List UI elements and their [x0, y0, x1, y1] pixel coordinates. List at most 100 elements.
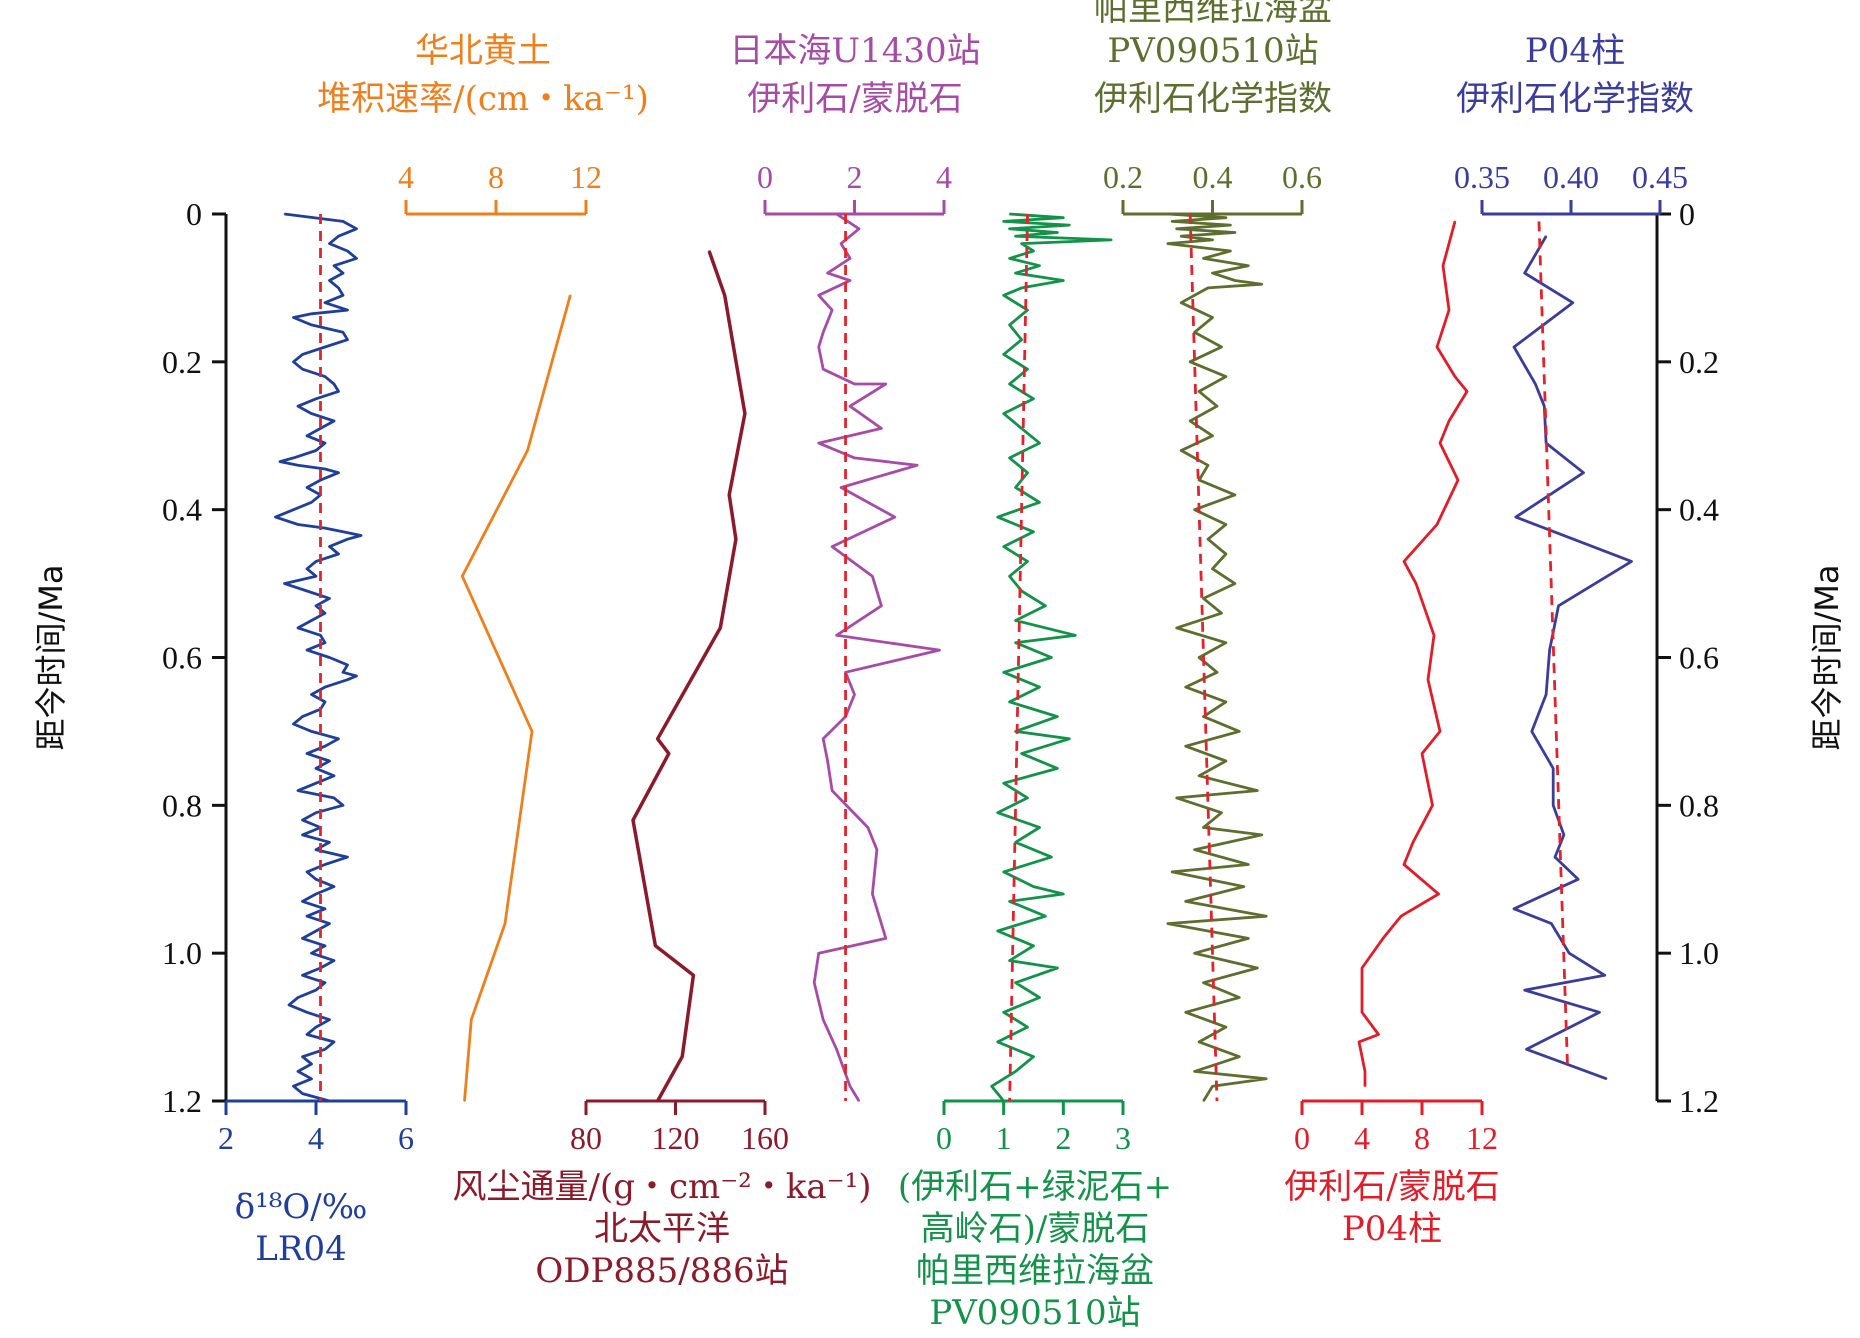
lr04-point	[333, 1041, 335, 1043]
lr04-point	[337, 553, 340, 555]
pvb-cia-point	[1238, 1055, 1241, 1058]
pvb-ratio-point	[1038, 442, 1041, 444]
loess-x-tick-label: 12	[570, 159, 602, 195]
pvb-cia-point	[1171, 220, 1173, 223]
p04-ratio-point	[1431, 804, 1434, 807]
lr04-point	[324, 375, 326, 378]
pvb-ratio-point	[1056, 231, 1059, 234]
pvb-ratio-x-tick-label: 3	[1115, 1120, 1131, 1156]
lr04-point	[324, 442, 326, 444]
lr04-point	[301, 819, 304, 821]
y-axis-label-right: 距今时间/Ma	[1808, 564, 1846, 750]
p04-cia-point	[1523, 272, 1526, 274]
pvb-ratio-point	[1020, 427, 1023, 430]
japan-sea-point	[817, 294, 820, 297]
dust-x-tick-label: 80	[570, 1120, 602, 1156]
lr04-point	[324, 745, 326, 747]
pvb-cia-point	[1220, 612, 1223, 614]
loess-title-line-2: 堆积速率/(cm・ka⁻¹)	[317, 79, 649, 119]
p04-ratio-point	[1382, 937, 1384, 940]
p04-cia-x-tick-label: 0.35	[1454, 159, 1510, 195]
lr04-point	[328, 242, 331, 245]
dust-point	[728, 494, 730, 496]
pvb-ratio-point	[1056, 715, 1059, 718]
p04-cia-point	[1577, 878, 1579, 881]
p04-cia-x-tick-label: 0.45	[1632, 159, 1688, 195]
japan-sea-point	[853, 693, 856, 696]
lr04-point	[342, 671, 344, 674]
pvb-ratio-point	[1044, 915, 1047, 917]
pvb-ratio-point	[1110, 239, 1112, 241]
lr04-point	[301, 834, 304, 836]
lr04-title-line-2: LR04	[255, 1229, 346, 1269]
lr04-point	[292, 361, 295, 363]
lr04-point	[301, 353, 304, 356]
loess-x-tick-label: 8	[488, 159, 504, 195]
pvb-cia-point	[1234, 231, 1236, 234]
pvb-cia-point	[1184, 745, 1187, 747]
lr04-point	[324, 346, 326, 348]
pvb-cia-point	[1193, 848, 1196, 851]
lr04-point	[355, 257, 358, 260]
dust-title-line-1: 风尘通量/(g・cm⁻²・ka⁻¹)	[452, 1167, 871, 1207]
pvb-cia-point	[1198, 775, 1200, 777]
japan-sea-point	[849, 1085, 851, 1087]
japan-sea-point	[813, 981, 815, 984]
pvb-ratio-point	[1038, 826, 1041, 829]
lr04-point	[301, 974, 304, 977]
pvb-cia-title-line-1: 帕里西维拉海盆	[1094, 0, 1332, 29]
lr04-x-tick-label: 4	[308, 1120, 324, 1156]
pvb-cia-point	[1225, 216, 1227, 219]
pvb-ratio-point	[1002, 353, 1005, 356]
pvb-cia-point	[1202, 597, 1205, 600]
lr04-point	[342, 531, 344, 533]
lr04-point	[301, 937, 304, 940]
y-tick-label-right: 0	[1679, 196, 1695, 232]
p04-ratio-point	[1457, 479, 1459, 481]
lr04-point	[346, 309, 349, 311]
lr04-point	[297, 996, 299, 999]
lr04-point	[306, 871, 308, 873]
lr04-point	[301, 715, 304, 718]
p04-cia-point	[1543, 405, 1546, 408]
lr04-point	[337, 390, 340, 393]
y-tick-label-left: 0	[186, 196, 202, 232]
pvb-ratio-point	[1014, 981, 1017, 984]
pvb-ratio-title-line-2: 高岭石)/蒙脱石	[921, 1209, 1150, 1249]
p04-ratio-point	[1439, 730, 1441, 733]
lr04-point	[337, 738, 340, 740]
japan-sea-point	[849, 405, 851, 408]
lr04-point	[324, 301, 326, 304]
pvb-cia-point	[1184, 900, 1187, 903]
axes-layer	[212, 200, 1671, 1115]
lr04-x-tick-label: 6	[398, 1120, 414, 1156]
japan-sea-point	[938, 649, 941, 651]
p04-ratio-point	[1433, 634, 1435, 637]
japan-sea-point	[876, 848, 878, 851]
lr04-point	[306, 486, 308, 489]
lr04-point	[342, 331, 344, 334]
lr04-point	[301, 1055, 304, 1058]
dust-point	[654, 945, 657, 947]
pvb-cia-point	[1167, 213, 1169, 215]
dust-title-line-3: ODP885/886站	[535, 1251, 788, 1291]
lr04-point	[297, 1070, 299, 1073]
pvb-cia-title-line-3: 伊利石化学指数	[1094, 79, 1332, 119]
p04-cia-point	[1513, 908, 1515, 910]
lr04-point	[297, 464, 299, 467]
pvb-ratio-point	[1026, 471, 1029, 474]
pvb-ratio-point	[1020, 287, 1023, 289]
pvb-ratio-point	[1002, 412, 1005, 415]
pvb-cia-point	[1256, 789, 1259, 792]
pvb-cia-point	[1225, 375, 1227, 378]
pvb-ratio-point	[1038, 686, 1041, 688]
pvb-ratio-point	[1002, 1100, 1005, 1102]
pvb-cia-point	[1216, 405, 1218, 408]
p04-ratio-point	[1364, 1085, 1366, 1087]
lr04-point	[310, 730, 313, 733]
p04-ratio-point	[1400, 915, 1402, 917]
pvb-ratio-point	[990, 1085, 993, 1087]
dust-point	[744, 412, 746, 415]
p04-ratio-point	[1358, 1041, 1360, 1043]
p04-ratio-point	[1448, 309, 1450, 311]
